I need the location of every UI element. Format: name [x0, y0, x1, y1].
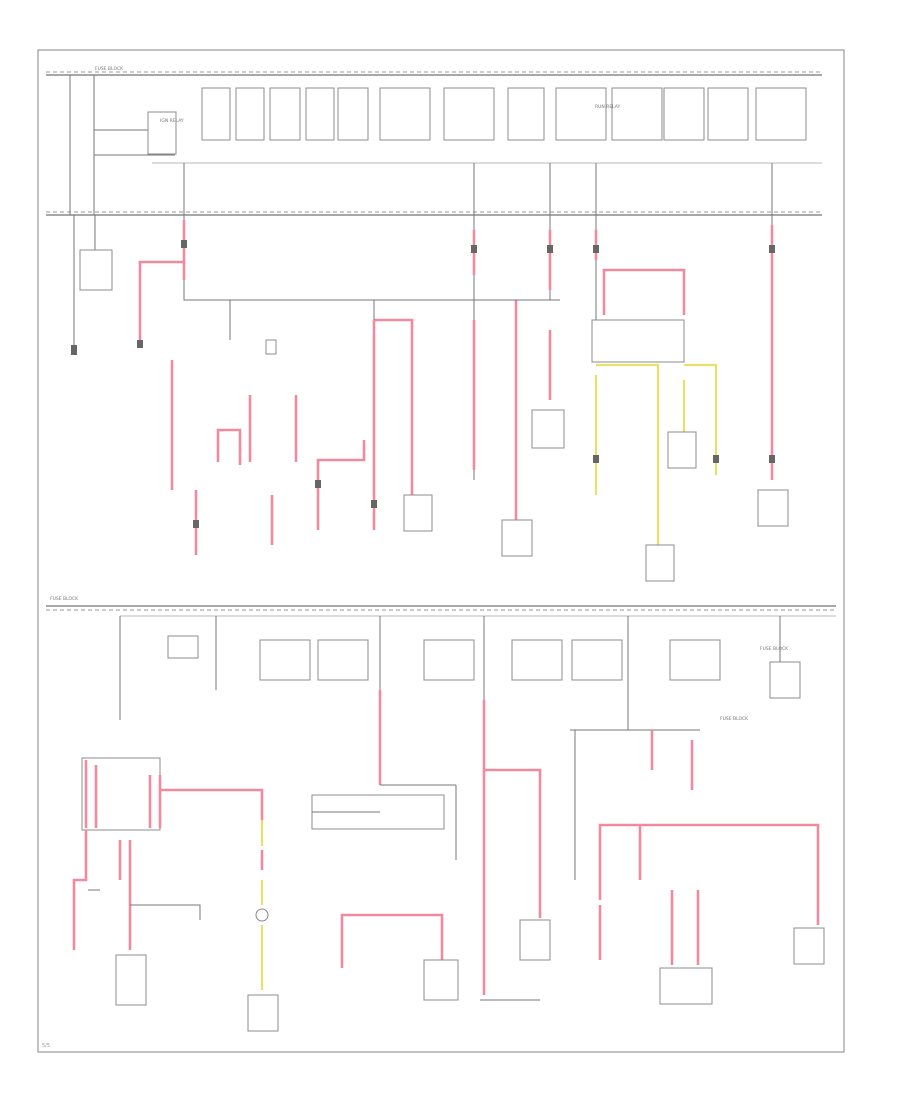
diagram-border [37, 49, 845, 1053]
fuse-block-legend-label: FUSE BLOCK [720, 716, 749, 722]
bottom-fuse-boxes: FUSE BLOCK [119, 616, 801, 775]
connector-markers-top [71, 240, 775, 528]
page-number: 5/5 [42, 1043, 50, 1049]
lower-middle-module [311, 690, 551, 1001]
fuse-block-middle-bus: FUSE BLOCK [46, 596, 836, 617]
diagram-annotations: 5/5 [42, 1043, 50, 1049]
lower-left-module [72, 757, 279, 1032]
fuse-block-mid-label: FUSE BLOCK [50, 596, 79, 602]
fuse-block-label: FUSE BLOCK [95, 66, 124, 72]
run-relay-label: RUN RELAY [595, 104, 621, 110]
ign-relay-label: IGN RELAY [160, 118, 184, 124]
junction-lines-top [183, 280, 789, 582]
underhood-fuse-block-top: FUSE BLOCK IGN RELAY RUN RELAY [46, 66, 822, 216]
signal-wires [594, 363, 718, 545]
fuse-block-right-label: FUSE BLOCK [760, 646, 789, 652]
power-wires-top [138, 220, 774, 555]
top-feeder-wires [73, 163, 773, 480]
lower-right-module: FUSE BLOCK [570, 716, 825, 1005]
